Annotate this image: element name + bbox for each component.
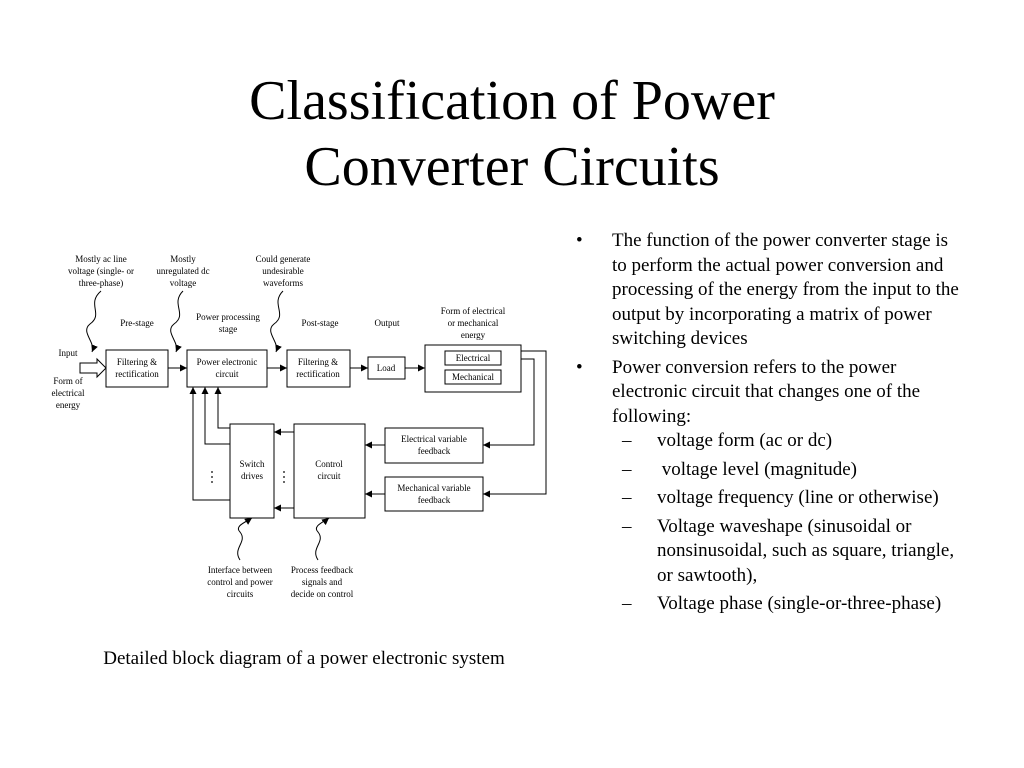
bullet-marker: • [576,356,583,378]
svg-text:Load: Load [377,363,396,373]
label-form-output: Form of electrical or mechanical energy [441,306,506,340]
power-electronic-circuit-block: Power electronic circuit [186,349,268,388]
svg-text:signals and: signals and [302,577,343,587]
svg-text:control and power: control and power [207,577,272,587]
label-post-stage: Post-stage [302,318,339,328]
svg-text:energy: energy [461,330,486,340]
svg-text:Form of: Form of [53,376,82,386]
bullet-text: Power conversion refers to the power ele… [612,356,921,427]
svg-text:Filtering &: Filtering & [117,357,157,367]
svg-text:Mechanical: Mechanical [452,372,494,382]
pointer-interface [237,517,253,561]
svg-text:Form of electrical: Form of electrical [441,306,506,316]
svg-text:Power electronic: Power electronic [197,357,258,367]
label-power-processing: Power processing stage [196,312,260,334]
vertical-ellipsis-icon [283,471,285,483]
svg-text:Control: Control [315,459,343,469]
bullet-marker: • [576,230,583,251]
power-electronic-block-diagram: Mostly ac line voltage (single- or three… [52,254,547,599]
sub-bullet-text: voltage level (magnitude) [657,458,857,480]
sub-bullet-item: – Voltage phase (single-or-three-phase) [612,592,966,617]
svg-text:unregulated dc: unregulated dc [156,266,209,276]
filtering-rectification-output-block: Filtering & rectification [286,349,351,388]
dash-marker: – [622,458,632,480]
svg-text:circuits: circuits [227,589,254,599]
sub-bullet-item: – voltage level (magnitude) [612,458,966,483]
dash-marker: – [622,593,632,614]
label-output: Output [374,318,400,328]
slide-title: Classification of Power Converter Circui… [0,68,1024,200]
slide-title-line-1: Classification of Power [249,70,775,132]
sub-bullet-list: – voltage form (ac or dc) – voltage leve… [612,429,966,617]
svg-text:Power processing: Power processing [196,312,260,322]
svg-text:drives: drives [241,471,263,481]
svg-text:or mechanical: or mechanical [448,318,499,328]
mechanical-variable-feedback-block: Mechanical variable feedback [384,476,484,512]
pointer-ac-line [86,290,102,353]
svg-text:stage: stage [219,324,238,334]
svg-text:energy: energy [56,400,81,410]
pointer-waveforms [270,290,284,353]
svg-text:Mostly: Mostly [170,254,196,264]
svg-text:Interface between: Interface between [208,565,273,575]
load-block: Load [367,356,406,380]
dash-marker: – [622,515,632,537]
sub-bullet-text: voltage form (ac or dc) [657,430,833,451]
note-unregulated-dc: Mostly unregulated dc voltage [156,254,209,288]
svg-text:Process feedback: Process feedback [291,565,354,575]
electrical-variable-feedback-block: Electrical variable feedback [384,427,484,464]
svg-text:voltage (single- or: voltage (single- or [68,266,134,276]
svg-text:feedback: feedback [418,446,451,456]
svg-text:electrical: electrical [52,388,85,398]
pointer-process-feedback [315,517,330,561]
bullet-list: • The function of the power converter st… [576,229,966,621]
dash-marker: – [622,487,632,508]
label-form-input: Form of electrical energy [52,376,85,410]
sub-bullet-item: – voltage form (ac or dc) [612,429,966,454]
svg-text:three-phase): three-phase) [79,278,123,288]
svg-text:undesirable: undesirable [262,266,303,276]
label-pre-stage: Pre-stage [120,318,154,328]
svg-text:voltage: voltage [170,278,197,288]
svg-text:rectification: rectification [296,369,340,379]
note-process-feedback: Process feedback signals and decide on c… [291,565,354,599]
svg-text:circuit: circuit [216,369,239,379]
svg-text:feedback: feedback [418,495,451,505]
switch-drives-block: Switch drives [229,423,275,519]
note-undesirable-waveforms: Could generate undesirable waveforms [256,254,311,288]
vertical-ellipsis-icon [211,471,213,483]
svg-text:waveforms: waveforms [263,278,303,288]
input-arrow [79,357,107,379]
svg-text:Filtering &: Filtering & [298,357,338,367]
filtering-rectification-input-block: Filtering & rectification [105,349,169,388]
svg-text:Mechanical variable: Mechanical variable [397,483,470,493]
sub-bullet-item: – Voltage waveshape (sinusoidal or nonsi… [612,515,966,589]
svg-text:decide on control: decide on control [291,589,354,599]
diagram-caption: Detailed block diagram of a power electr… [103,648,505,669]
pointer-dc [170,290,184,353]
svg-text:circuit: circuit [318,471,341,481]
note-interface: Interface between control and power circ… [207,565,272,599]
svg-text:Could generate: Could generate [256,254,311,264]
control-circuit-block: Control circuit [293,423,366,519]
svg-text:Mostly ac line: Mostly ac line [75,254,127,264]
svg-text:Electrical: Electrical [456,353,491,363]
svg-text:Electrical variable: Electrical variable [401,434,467,444]
bullet-item: • The function of the power converter st… [576,229,966,352]
label-input: Input [59,348,78,358]
output-energy-block: Electrical Mechanical [424,344,522,393]
bullet-item: • Power conversion refers to the power e… [576,356,966,617]
note-ac-line: Mostly ac line voltage (single- or three… [68,254,134,288]
svg-text:rectification: rectification [115,369,159,379]
sub-bullet-text: Voltage phase (single-or-three-phase) [657,593,942,614]
sub-bullet-item: – voltage frequency (line or otherwise) [612,486,966,511]
bullet-text: The function of the power converter stag… [612,230,959,349]
svg-text:Switch: Switch [239,459,265,469]
sub-bullet-text: Voltage waveshape (sinusoidal or nonsinu… [657,515,955,586]
dash-marker: – [622,430,632,451]
sub-bullet-text: voltage frequency (line or otherwise) [657,487,939,508]
slide-title-line-2: Converter Circuits [304,136,720,198]
